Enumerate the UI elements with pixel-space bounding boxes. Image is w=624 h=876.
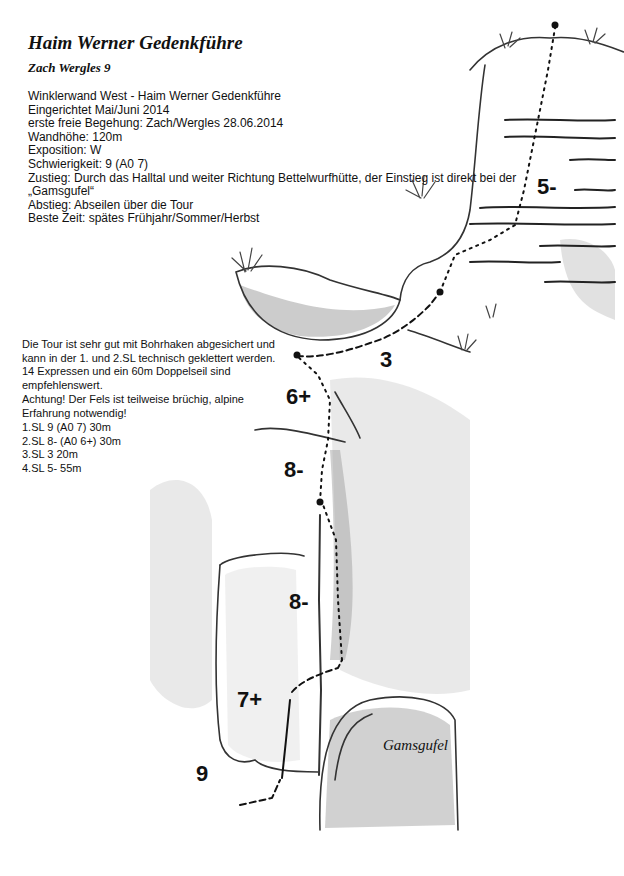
route-info: Eingerichtet Mai/Juni 2014 [28, 104, 528, 118]
route-info: Abstieg: Abseilen über die Tour [28, 199, 528, 213]
route-dashed [297, 292, 440, 356]
route-dashed [292, 660, 342, 692]
belay-station [294, 22, 559, 506]
pitch-info: 4.SL 5- 55m [22, 462, 290, 476]
rock-crack [255, 428, 345, 442]
rock-band [570, 158, 615, 161]
grade-label: 3 [380, 348, 392, 372]
route-info: Winklerwand West - Haim Werner Gedenkfüh… [28, 90, 528, 104]
boulder-shading [325, 708, 455, 829]
rock-band [470, 223, 615, 224]
bush [458, 334, 476, 350]
rock-shading [150, 480, 212, 708]
rock-band [470, 261, 560, 262]
route-subtitle: Zach Wergles 9 [28, 60, 111, 76]
pillar-outline [216, 565, 318, 772]
route-info: Zustieg: Durch das Halltal und weiter Ri… [28, 172, 528, 199]
ledge-shading [240, 285, 395, 337]
grade-label: 7+ [237, 688, 262, 712]
rock-shading [560, 239, 615, 320]
route-dotted [322, 502, 342, 660]
grass [486, 304, 496, 318]
bush [232, 28, 605, 350]
pillar-top [220, 553, 304, 565]
rock-shading [330, 377, 470, 694]
note-block: Die Tour ist sehr gut mit Bohrhaken abge… [22, 338, 290, 475]
pillar-edge [319, 515, 321, 775]
grade-label: 6+ [286, 385, 311, 409]
boulder-line [335, 714, 372, 780]
route-info: Exposition: W [28, 144, 528, 158]
rock-band [505, 137, 615, 139]
bush [232, 248, 262, 272]
rock-band [480, 207, 615, 208]
route-info: Wandhöhe: 120m [28, 131, 528, 145]
route-title: Haim Werner Gedenkführe [28, 32, 243, 54]
rock-shading [330, 450, 353, 660]
pitch-info: 2.SL 8- (A0 6+) 30m [22, 435, 290, 449]
pitch-info: 3.SL 3 20m [22, 448, 290, 462]
rock-outline [216, 37, 624, 830]
belay-station [437, 289, 444, 296]
grade-label: 9 [196, 762, 208, 786]
bush [500, 32, 520, 48]
rock-crack [335, 392, 360, 438]
route-line [240, 28, 555, 805]
rock-shading [150, 239, 615, 828]
gamsgufel-boulder [320, 697, 458, 830]
grass-ledge [236, 266, 400, 340]
rock-band [505, 119, 615, 120]
belay-station [317, 499, 324, 506]
warning-note: Achtung! Der Fels ist teilweise brüchig,… [22, 393, 290, 420]
pitch-info: 1.SL 9 (A0 7) 30m [22, 421, 290, 435]
ledge-line [408, 330, 470, 352]
route-dashed [240, 780, 280, 805]
summit-edge [470, 37, 624, 70]
route-info: Beste Zeit: spätes Frühjahr/Sommer/Herbs… [28, 212, 528, 226]
rock-band [545, 281, 615, 282]
route-info: Schwierigkeit: 9 (A0 7) [28, 158, 528, 172]
rock-band [575, 189, 615, 190]
grade-label: 8- [289, 590, 309, 614]
rock-band [470, 119, 615, 282]
belay-station [552, 22, 559, 29]
pillar-shading [225, 567, 300, 762]
grade-label: 5- [537, 175, 557, 199]
belay-station [294, 352, 301, 359]
route-solid [282, 700, 290, 778]
bush [585, 28, 605, 44]
rock-band [540, 245, 615, 246]
route-info: erste freie Begehung: Zach/Wergles 28.06… [28, 117, 528, 131]
info-block: Winklerwand West - Haim Werner Gedenkfüh… [28, 90, 528, 226]
grade-label: 8- [284, 458, 304, 482]
cave-name: Gamsgufel [383, 736, 448, 754]
route-note: Die Tour ist sehr gut mit Bohrhaken abge… [22, 338, 290, 392]
route-dotted [440, 28, 555, 292]
